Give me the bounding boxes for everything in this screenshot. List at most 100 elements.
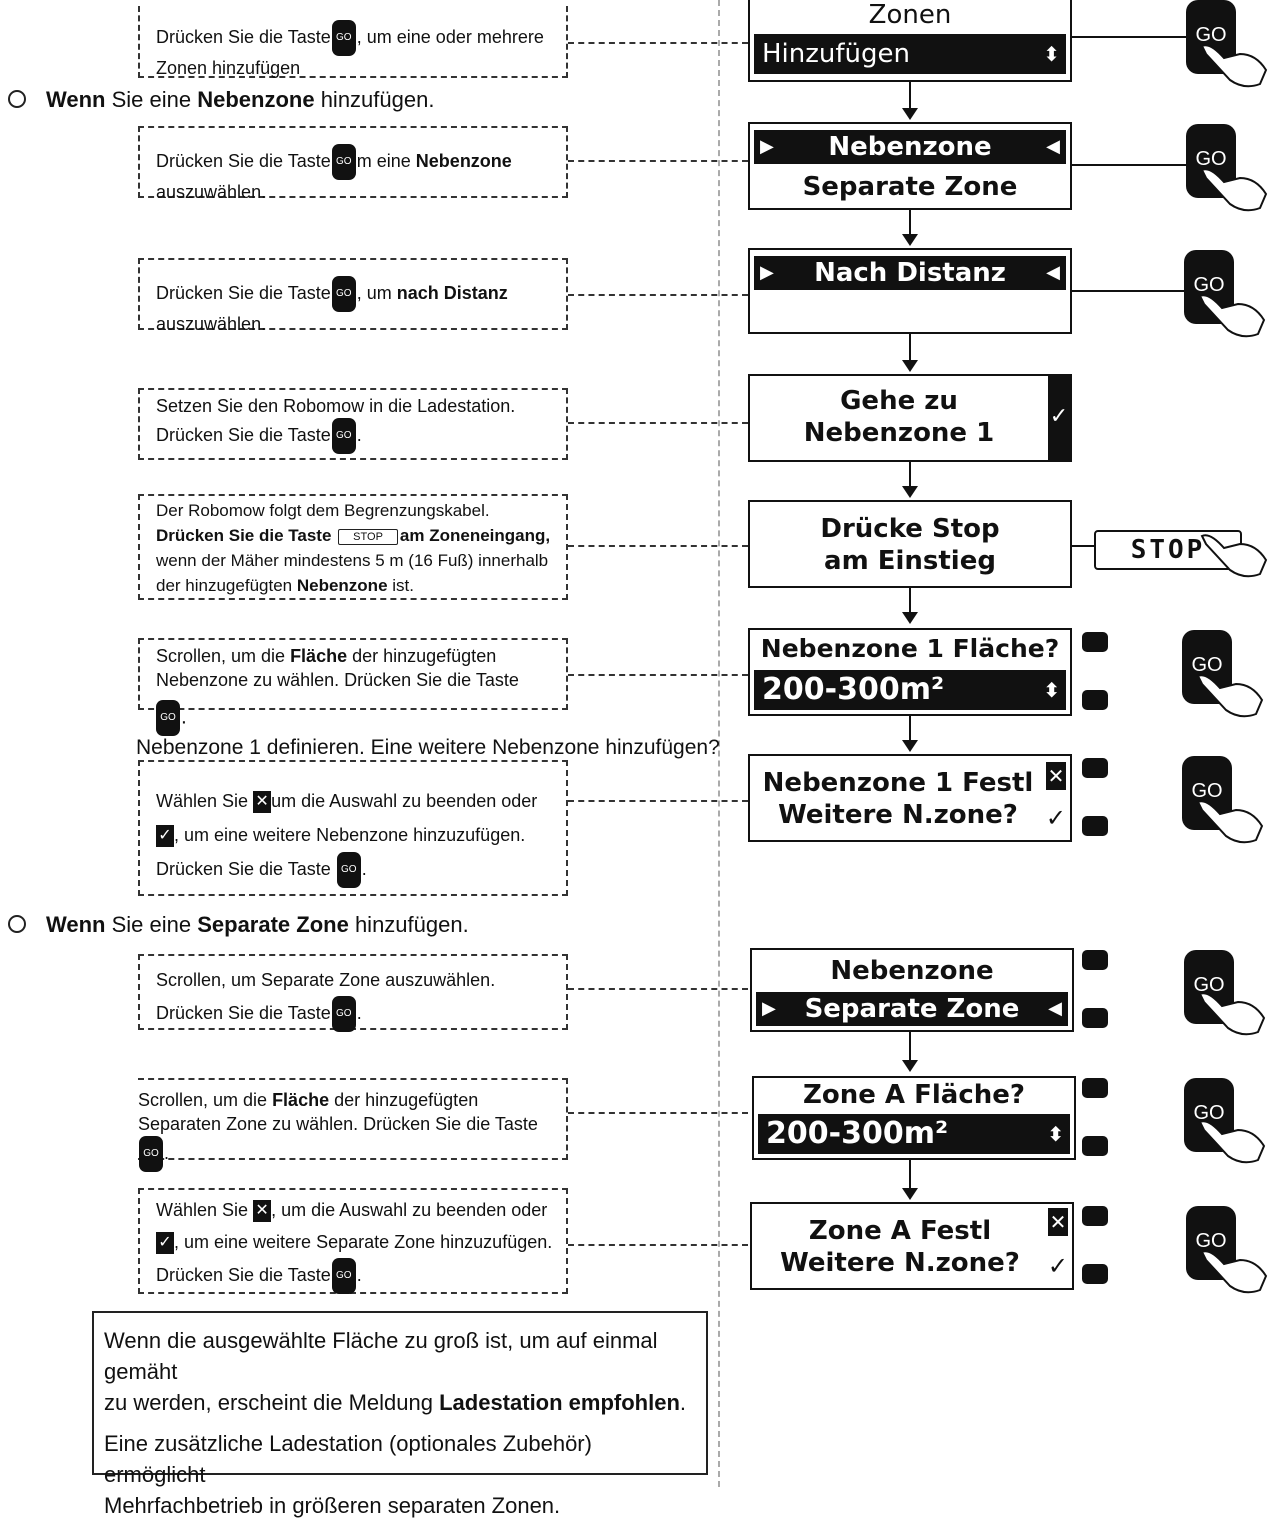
flow-line — [909, 80, 911, 110]
screen-nebenzone-select: ▶Nebenzone◀ Separate Zone — [748, 122, 1072, 210]
x-icon: ✕ — [253, 791, 272, 814]
flow-line — [909, 334, 911, 362]
arrow-left-icon: ◀ — [1046, 136, 1060, 157]
down-button[interactable] — [1082, 1008, 1108, 1028]
go-key-icon: GO — [331, 20, 356, 56]
key-connector — [1072, 164, 1188, 166]
go-key-icon: GO — [331, 1258, 356, 1294]
column-separator — [718, 0, 720, 1487]
screen-nebenzone-festl: Nebenzone 1 Festl Weitere N.zone? ✕ ✓ — [748, 754, 1072, 842]
flow-arrow — [902, 1060, 918, 1072]
hand-pointer-icon — [1200, 168, 1268, 212]
flow-line — [909, 588, 911, 614]
go-key-icon: GO — [139, 1136, 163, 1172]
up-button[interactable] — [1082, 1206, 1108, 1226]
connector — [568, 545, 748, 547]
connector — [568, 800, 748, 802]
circle-icon — [8, 90, 26, 109]
key-connector — [1072, 545, 1096, 547]
instruction-finish-or-add-separate-zone: Wählen Sie ✕, um die Auswahl zu beenden … — [138, 1188, 568, 1294]
up-down-icon: ⬍ — [1043, 678, 1060, 702]
go-key-icon: GO — [331, 418, 356, 454]
screen-gehe-zu: Gehe zu Nebenzone 1 ✓ — [748, 374, 1072, 462]
connector — [568, 42, 748, 44]
flow-line — [909, 462, 911, 488]
down-button[interactable] — [1082, 1136, 1108, 1156]
flow-arrow — [902, 360, 918, 372]
screen-nebenzone-flaeche: Nebenzone 1 Fläche? 200-300m²⬍ — [748, 628, 1072, 716]
hand-pointer-icon — [1200, 1250, 1268, 1294]
go-button[interactable]: GO — [1186, 124, 1236, 198]
screen-zone-a-festl: Zone A Festl Weitere N.zone? ✕ ✓ — [750, 1202, 1074, 1290]
hand-pointer-icon — [1200, 534, 1268, 578]
instruction-nebenzone-area-continued: GO. Nebenzone 1 definieren. Eine weitere… — [136, 700, 720, 760]
go-key-icon: GO — [331, 144, 356, 180]
flow-line — [909, 1032, 911, 1062]
down-button[interactable] — [1082, 690, 1108, 710]
connector — [568, 1112, 748, 1114]
arrow-left-icon: ◀ — [1048, 998, 1062, 1019]
up-button[interactable] — [1082, 632, 1108, 652]
arrow-right-icon: ▶ — [762, 998, 776, 1019]
instruction-separate-zone-area: Scrollen, um die Fläche der hinzugefügte… — [138, 1078, 568, 1172]
key-connector — [1072, 36, 1188, 38]
flow-arrow — [902, 486, 918, 498]
go-key-icon: GO — [331, 276, 356, 312]
flow-arrow — [902, 612, 918, 624]
screen-druecke-stop: Drücke Stop am Einstieg — [748, 500, 1072, 588]
flow-line — [909, 716, 911, 742]
connector — [568, 988, 748, 990]
down-button[interactable] — [1082, 1264, 1108, 1284]
instruction-finish-or-add-nebenzone: Wählen Sie ✕um die Auswahl zu beenden od… — [138, 760, 568, 896]
screen-zonen-hinzufuegen: Zonen Hinzufügen⬍ — [748, 0, 1072, 82]
up-button[interactable] — [1082, 758, 1108, 778]
up-button[interactable] — [1082, 1078, 1108, 1098]
go-button[interactable]: GO — [1182, 756, 1232, 830]
circle-icon — [8, 915, 26, 934]
stop-key-icon: STOP — [338, 528, 398, 545]
hand-pointer-icon — [1198, 1120, 1266, 1164]
check-icon: ✓ — [1047, 1252, 1068, 1280]
arrow-left-icon: ◀ — [1046, 262, 1060, 283]
flow-arrow — [902, 108, 918, 120]
arrow-right-icon: ▶ — [760, 262, 774, 283]
flow-arrow — [902, 740, 918, 752]
flow-line — [909, 210, 911, 236]
go-key-icon: GO — [156, 700, 180, 736]
flow-line — [909, 1160, 911, 1190]
hand-pointer-icon — [1198, 992, 1266, 1036]
screen-nach-distanz: ▶Nach Distanz◀ — [748, 248, 1072, 334]
check-icon: ✓ — [1049, 404, 1069, 429]
instruction-charging-station: Setzen Sie den Robomow in die Ladestatio… — [138, 388, 568, 460]
bullet-nebenzone: Wenn Sie eine Nebenzone hinzufügen. — [8, 87, 434, 113]
instruction-nebenzone-area: Scrollen, um die Fläche der hinzugefügte… — [138, 638, 568, 710]
note-box: Wenn die ausgewählte Fläche zu groß ist,… — [92, 1311, 708, 1518]
down-button[interactable] — [1082, 816, 1108, 836]
flow-arrow — [902, 1188, 918, 1200]
connector — [568, 1244, 748, 1246]
connector — [568, 160, 748, 162]
x-icon: ✕ — [253, 1200, 272, 1223]
up-down-icon: ⬍ — [1043, 42, 1060, 66]
instruction-follow-wire: Der Robomow folgt dem Begrenzungskabel. … — [138, 494, 568, 600]
screen-separate-zone-select: Nebenzone ▶Separate Zone◀ — [750, 948, 1074, 1032]
up-button[interactable] — [1082, 950, 1108, 970]
key-connector — [1072, 290, 1188, 292]
instruction-select-separate-zone: Scrollen, um Separate Zone auszuwählen. … — [138, 954, 568, 1032]
connector — [568, 422, 748, 424]
check-icon: ✓ — [1045, 804, 1066, 832]
hand-pointer-icon — [1198, 294, 1266, 338]
x-icon: ✕ — [1046, 762, 1066, 790]
check-icon: ✓ — [156, 825, 174, 848]
go-key-icon: GO — [331, 996, 356, 1032]
connector — [568, 294, 748, 296]
check-icon: ✓ — [156, 1232, 174, 1255]
hand-pointer-icon — [1196, 674, 1264, 718]
screen-zone-a-flaeche: Zone A Fläche? 200-300m²⬍ — [752, 1076, 1076, 1160]
flow-arrow — [902, 234, 918, 246]
hand-pointer-icon — [1196, 800, 1264, 844]
arrow-right-icon: ▶ — [760, 136, 774, 157]
